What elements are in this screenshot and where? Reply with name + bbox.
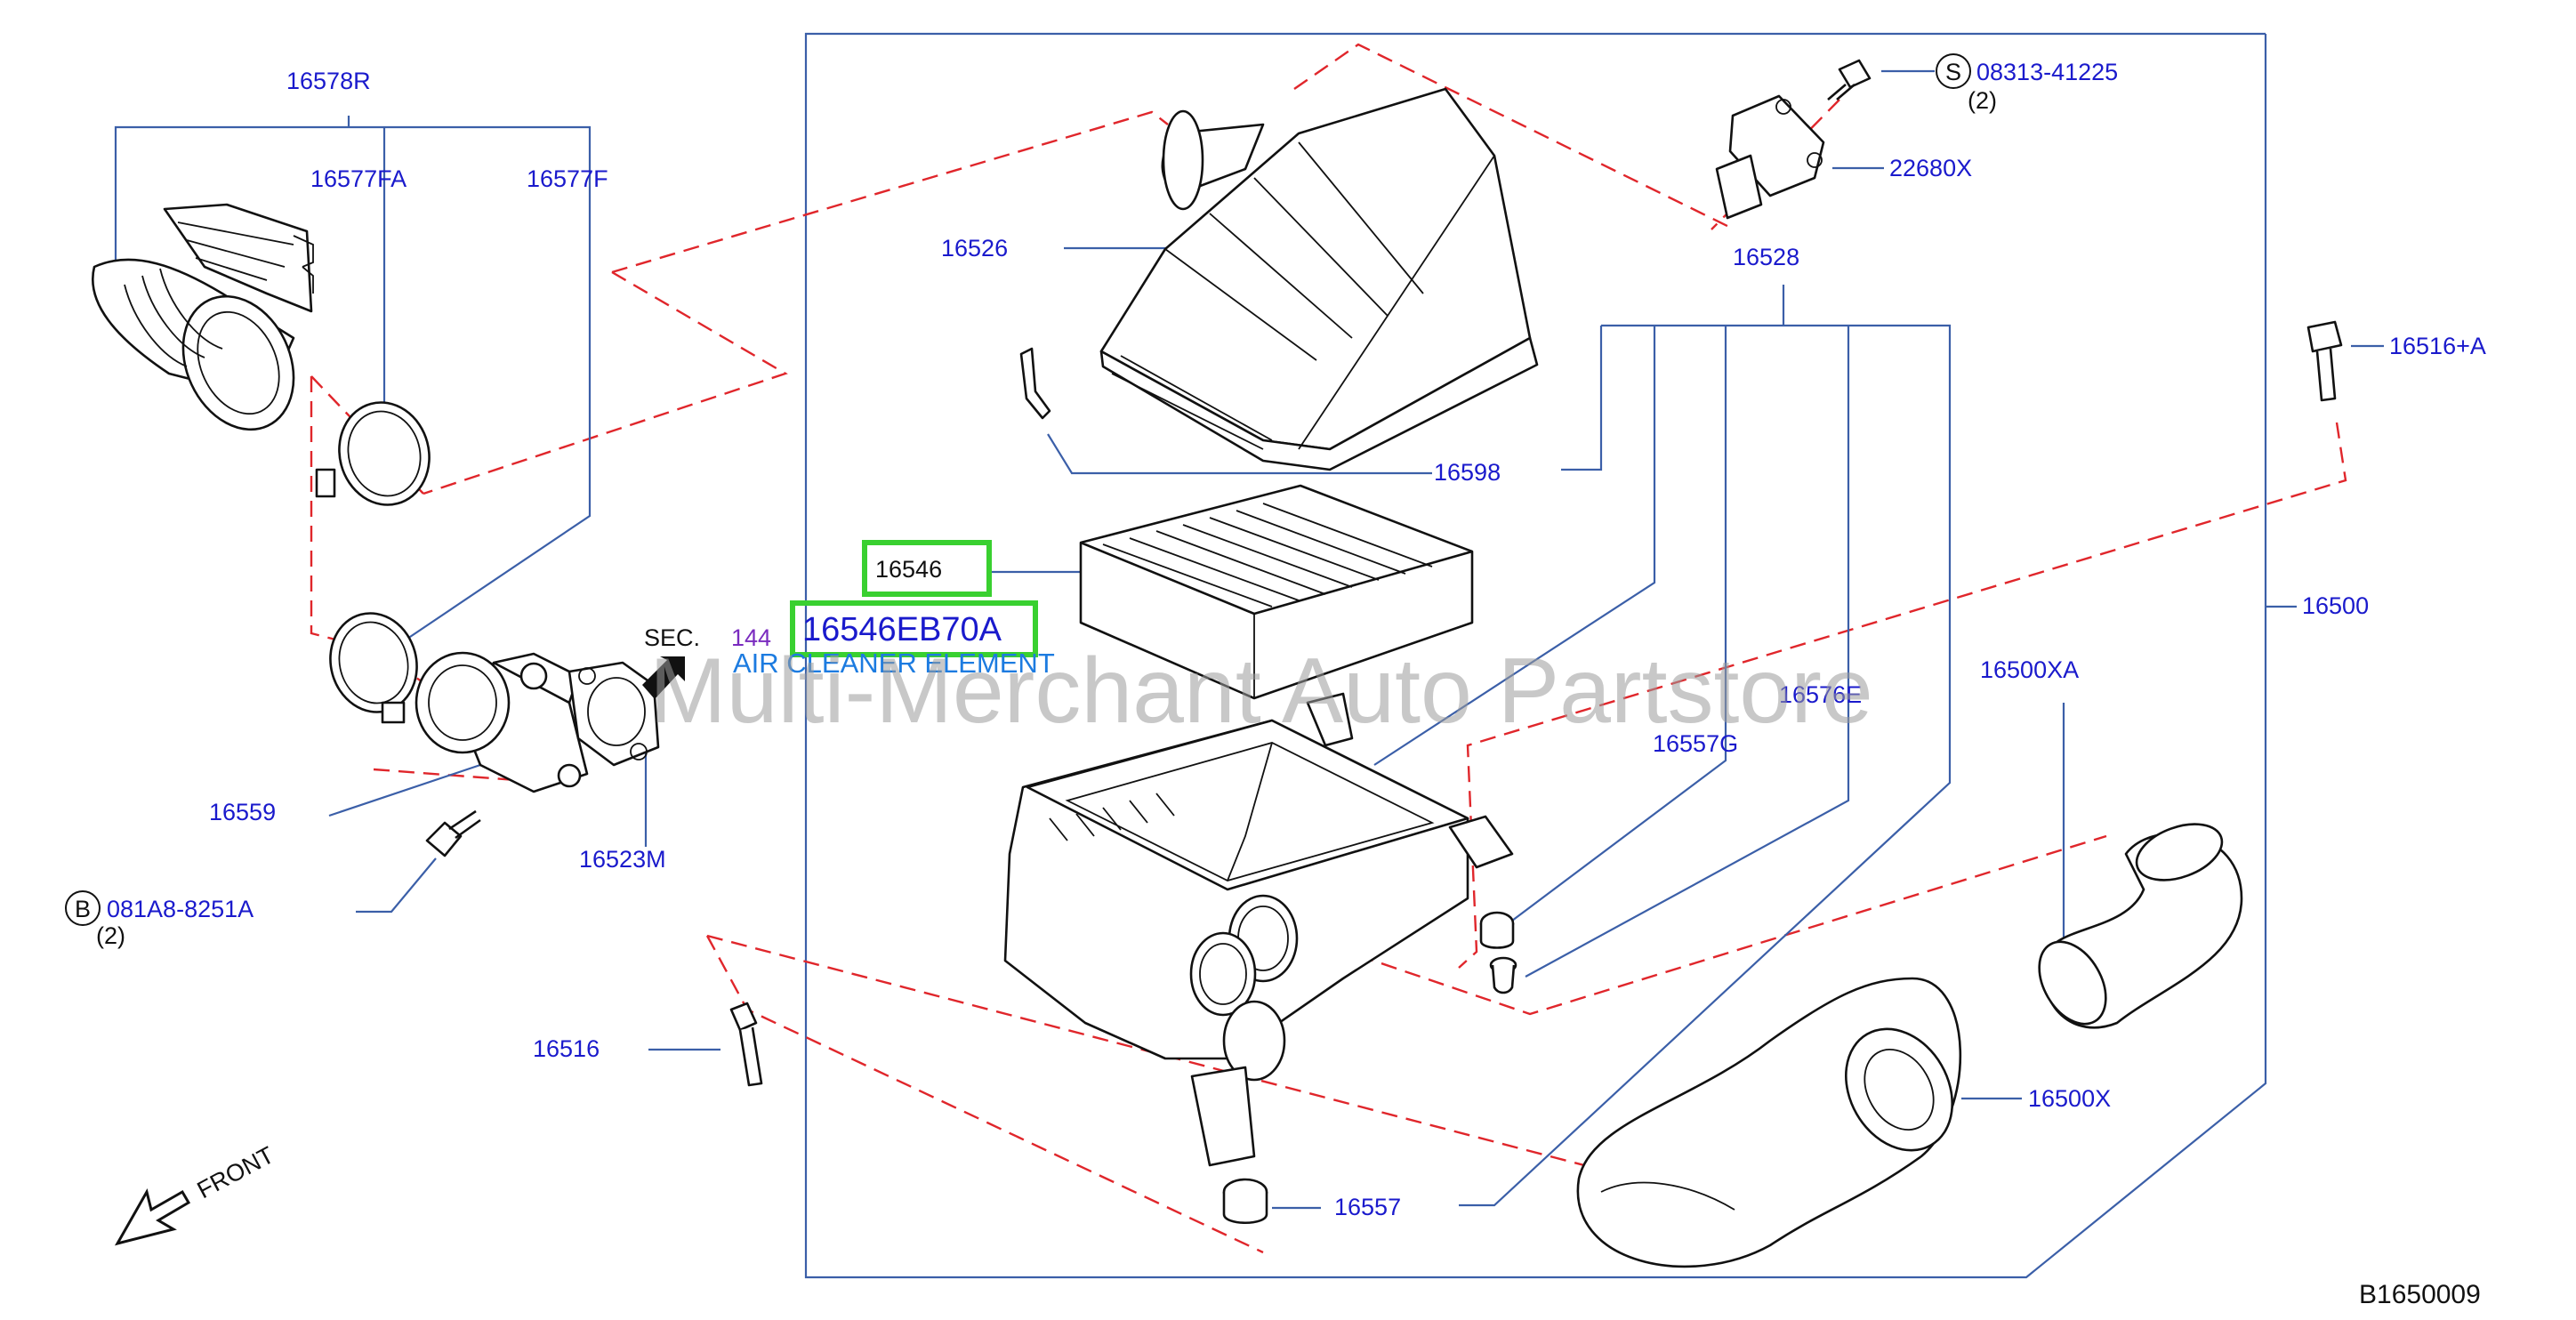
bolt-s-part — [1827, 59, 1872, 101]
section-prefix: SEC. — [644, 624, 700, 651]
bolt-s-badge — [1936, 53, 1971, 89]
bolt-b-part — [425, 809, 481, 857]
section-number[interactable]: 144 — [731, 624, 771, 651]
assembly-frame — [804, 32, 2267, 1279]
highlight-box-part-number — [790, 600, 1038, 657]
bolt-upper-right-part — [2306, 320, 2343, 402]
bolt-lower-part — [729, 1002, 763, 1087]
grommet-lower-part — [1222, 1178, 1268, 1224]
bolt-b-qty: (2) — [96, 922, 125, 949]
highlighted-part-number[interactable]: 16546EB70A — [802, 611, 1002, 648]
watermark: Multi-Merchant Auto Partstore — [649, 640, 1873, 743]
duct-upper-right-part — [2038, 823, 2243, 1029]
bolt-s-qty: (2) — [1968, 87, 1997, 114]
callout-16500X[interactable]: 16500X — [2028, 1085, 2111, 1112]
callout-16516-plus-a[interactable]: 16516+A — [2389, 333, 2486, 359]
hose-clamp-upper — [315, 401, 431, 506]
callout-16500XA[interactable]: 16500XA — [1980, 656, 2079, 683]
callout-16516[interactable]: 16516 — [533, 1035, 600, 1062]
air-cleaner-housing-part — [1003, 692, 1514, 1167]
retaining-clip-part — [1019, 347, 1051, 420]
bolt-b-badge — [65, 890, 101, 926]
callout-16557[interactable]: 16557 — [1334, 1194, 1401, 1220]
bolt-s-number[interactable]: 08313-41225 — [1976, 59, 2118, 85]
diagram-code: B1650009 — [2359, 1280, 2481, 1309]
callout-16559[interactable]: 16559 — [209, 799, 276, 825]
callout-16546[interactable]: 16546 — [875, 556, 942, 583]
highlight-box-16546 — [862, 540, 992, 597]
filter-element-part — [1079, 484, 1474, 700]
bolt-b-letter: B — [75, 896, 91, 922]
callout-16528[interactable]: 16528 — [1733, 244, 1799, 270]
air-cleaner-cover-part — [1099, 87, 1539, 471]
callout-16576E[interactable]: 16576E — [1779, 681, 1862, 708]
resonator-duct-part — [1576, 977, 1962, 1268]
mount-pin-part — [1489, 956, 1517, 994]
callout-16557G[interactable]: 16557G — [1653, 730, 1738, 757]
callout-16523M[interactable]: 16523M — [579, 846, 666, 873]
front-arrow-icon — [114, 1188, 191, 1246]
callout-16598[interactable]: 16598 — [1434, 459, 1501, 486]
gasket-part — [568, 661, 660, 767]
highlighted-part-name: AIR CLEANER ELEMENT — [733, 648, 1055, 679]
hose-clamp-lower — [329, 612, 418, 724]
callout-16500[interactable]: 16500 — [2302, 592, 2369, 619]
front-label: FRONT — [193, 1141, 278, 1203]
callout-16577F[interactable]: 16577F — [527, 165, 608, 192]
callout-16526[interactable]: 16526 — [941, 235, 1008, 262]
grommet-upper-part — [1479, 911, 1515, 949]
callout-22680X[interactable]: 22680X — [1889, 155, 1972, 181]
maf-sensor-part — [1715, 94, 1825, 220]
bolt-b-number[interactable]: 081A8-8251A — [107, 896, 254, 922]
adapter-part — [415, 651, 589, 793]
callout-16577FA[interactable]: 16577FA — [310, 165, 407, 192]
intake-duct-part — [92, 203, 314, 431]
callout-16578R[interactable]: 16578R — [286, 68, 371, 94]
section-arrow-icon — [642, 656, 685, 699]
bolt-s-letter: S — [1945, 59, 1961, 85]
